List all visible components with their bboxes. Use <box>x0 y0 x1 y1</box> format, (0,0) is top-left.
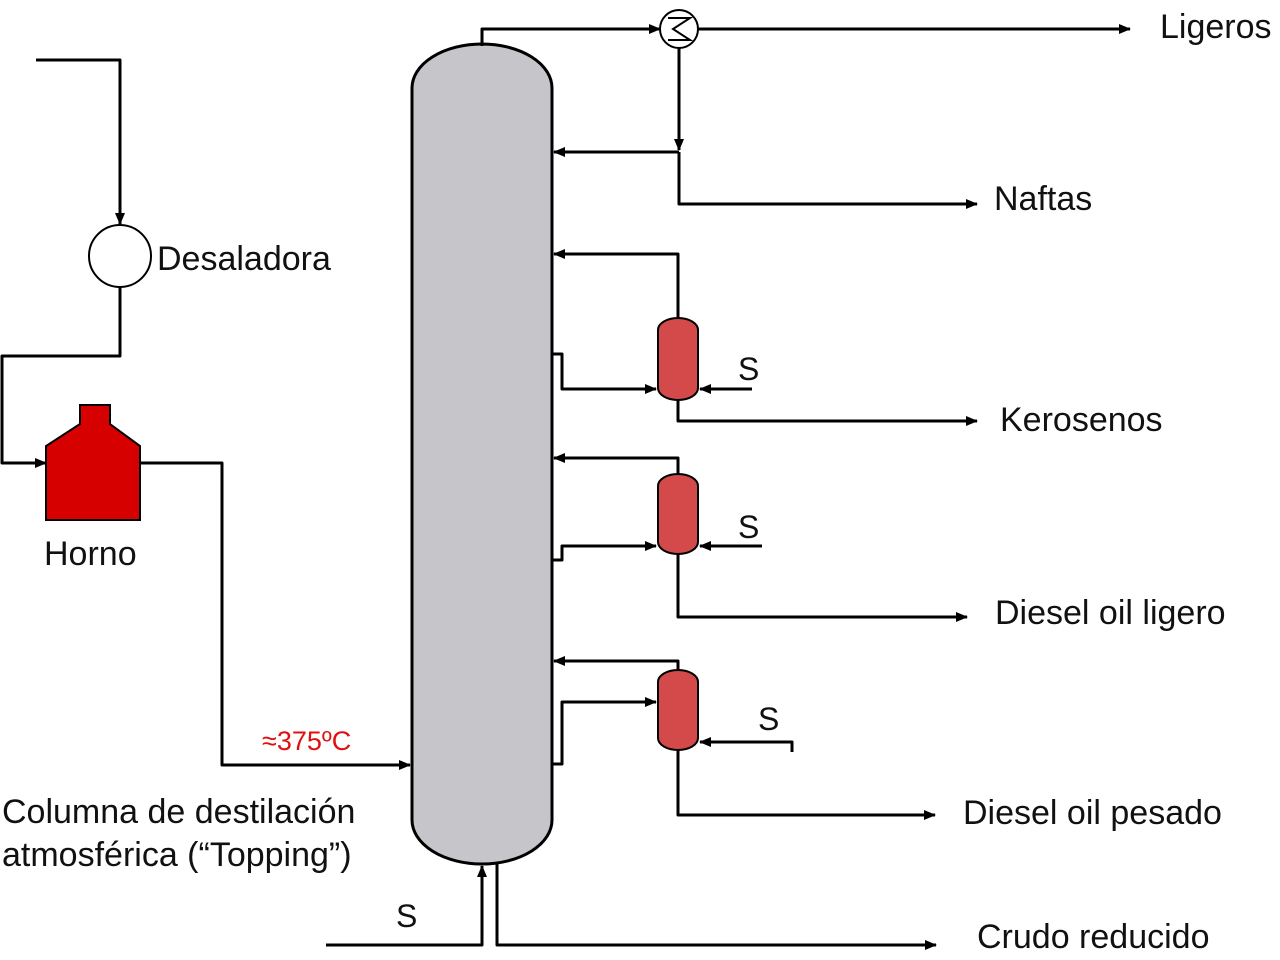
crude-feed-line <box>36 58 125 225</box>
horno-label: Horno <box>44 535 137 573</box>
desalter-to-furnace-line <box>0 287 122 468</box>
bottom-steam-line <box>326 865 487 947</box>
kerosene-steam-label: S <box>738 351 759 387</box>
diesel-ligero-line <box>676 554 968 622</box>
ligeros-label: Ligeros <box>1160 8 1272 46</box>
diesel-pesado-label: Diesel oil pesado <box>963 794 1222 832</box>
diesel-ligero-stripper <box>657 473 699 555</box>
diesel-pesado-return-line <box>553 656 680 670</box>
furnace-to-column-line <box>140 461 411 770</box>
crudo-reducido-line <box>495 862 937 950</box>
diesel-pesado-line <box>676 750 936 820</box>
column-title-line1: Columna de destilación <box>2 793 355 831</box>
temperature-label: ≈375ºC <box>262 726 351 756</box>
bottom-steam-label: S <box>396 898 417 934</box>
overhead-vapor-line <box>480 24 661 46</box>
diesel-pesado-draw-line <box>552 697 657 766</box>
naftas-line <box>677 152 978 209</box>
kerosenos-label: Kerosenos <box>1000 401 1163 439</box>
kerosenos-line <box>676 400 978 426</box>
crudo-reducido-label: Crudo reducido <box>977 918 1209 956</box>
diesel-ligero-steam-label: S <box>738 509 759 545</box>
kerosene-return-line <box>553 249 680 318</box>
desaladora-label: Desaladora <box>157 240 331 278</box>
diesel-ligero-draw-line <box>552 541 657 562</box>
furnace-icon <box>45 404 141 521</box>
desalter-circle-icon <box>88 224 152 288</box>
diesel-ligero-return-line <box>553 453 680 474</box>
diesel-pesado-steam-line <box>699 737 794 752</box>
naftas-label: Naftas <box>994 180 1092 218</box>
diesel-ligero-label: Diesel oil ligero <box>995 594 1226 632</box>
distillation-column <box>410 42 554 866</box>
kerosene-draw-line <box>552 352 657 394</box>
diesel-pesado-stripper <box>657 669 699 751</box>
diesel-pesado-steam-label: S <box>758 701 779 737</box>
heat-exchanger-icon <box>659 9 699 49</box>
column-title-line2: atmosférica (“Topping”) <box>2 836 352 874</box>
kerosene-stripper <box>657 317 699 401</box>
